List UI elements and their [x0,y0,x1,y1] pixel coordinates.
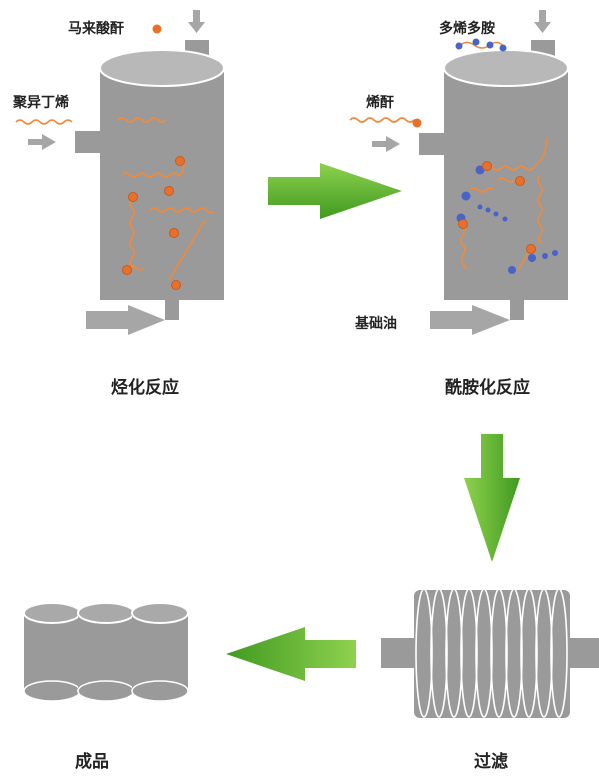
anhydride-beads-2 [458,161,536,254]
maleic-anhydride-inlet-arrow-icon [188,10,205,33]
maleic-anhydride-bead-icon [152,24,162,34]
label-base-oil: 基础油 [355,315,397,332]
alkylation-reactor [75,40,225,320]
label-polyene-polyamine: 多烯多胺 [439,20,495,37]
alkenyl-anhydride-molecule-icon [349,117,422,128]
caption-alkylation: 烃化反应 [111,377,179,398]
drum [23,602,81,702]
polyisobutylene-inlet-arrow-icon [28,134,56,150]
flow-arrow-right-icon [268,163,402,219]
amidation-reactor [419,40,569,320]
caption-amidation: 酰胺化反应 [445,377,530,398]
polymer-chains [117,117,215,281]
label-alkenyl-anhydride: 烯酐 [366,94,394,111]
flow-arrow-left-icon [226,627,356,681]
label-maleic-anhydride: 马来酸酐 [68,20,124,37]
anhydride-beads [122,156,185,290]
filter-unit [381,588,599,718]
alkylation-outlet-arrow-icon [86,305,165,335]
caption-filtration: 过滤 [474,751,508,772]
product-drums [23,602,189,702]
alkenyl-anhydride-inlet-arrow-icon [372,136,400,152]
caption-product: 成品 [75,751,109,772]
drum [131,602,189,702]
flow-arrow-down-icon [464,434,520,562]
base-oil-outlet-arrow-icon [430,305,510,335]
drum [77,602,135,702]
polyamine-inlet-arrow-icon [534,10,551,33]
polyisobutylene-chain-icon [15,119,73,125]
label-polyisobutylene: 聚异丁烯 [12,94,69,111]
polyamine-molecule-icon [455,38,507,52]
